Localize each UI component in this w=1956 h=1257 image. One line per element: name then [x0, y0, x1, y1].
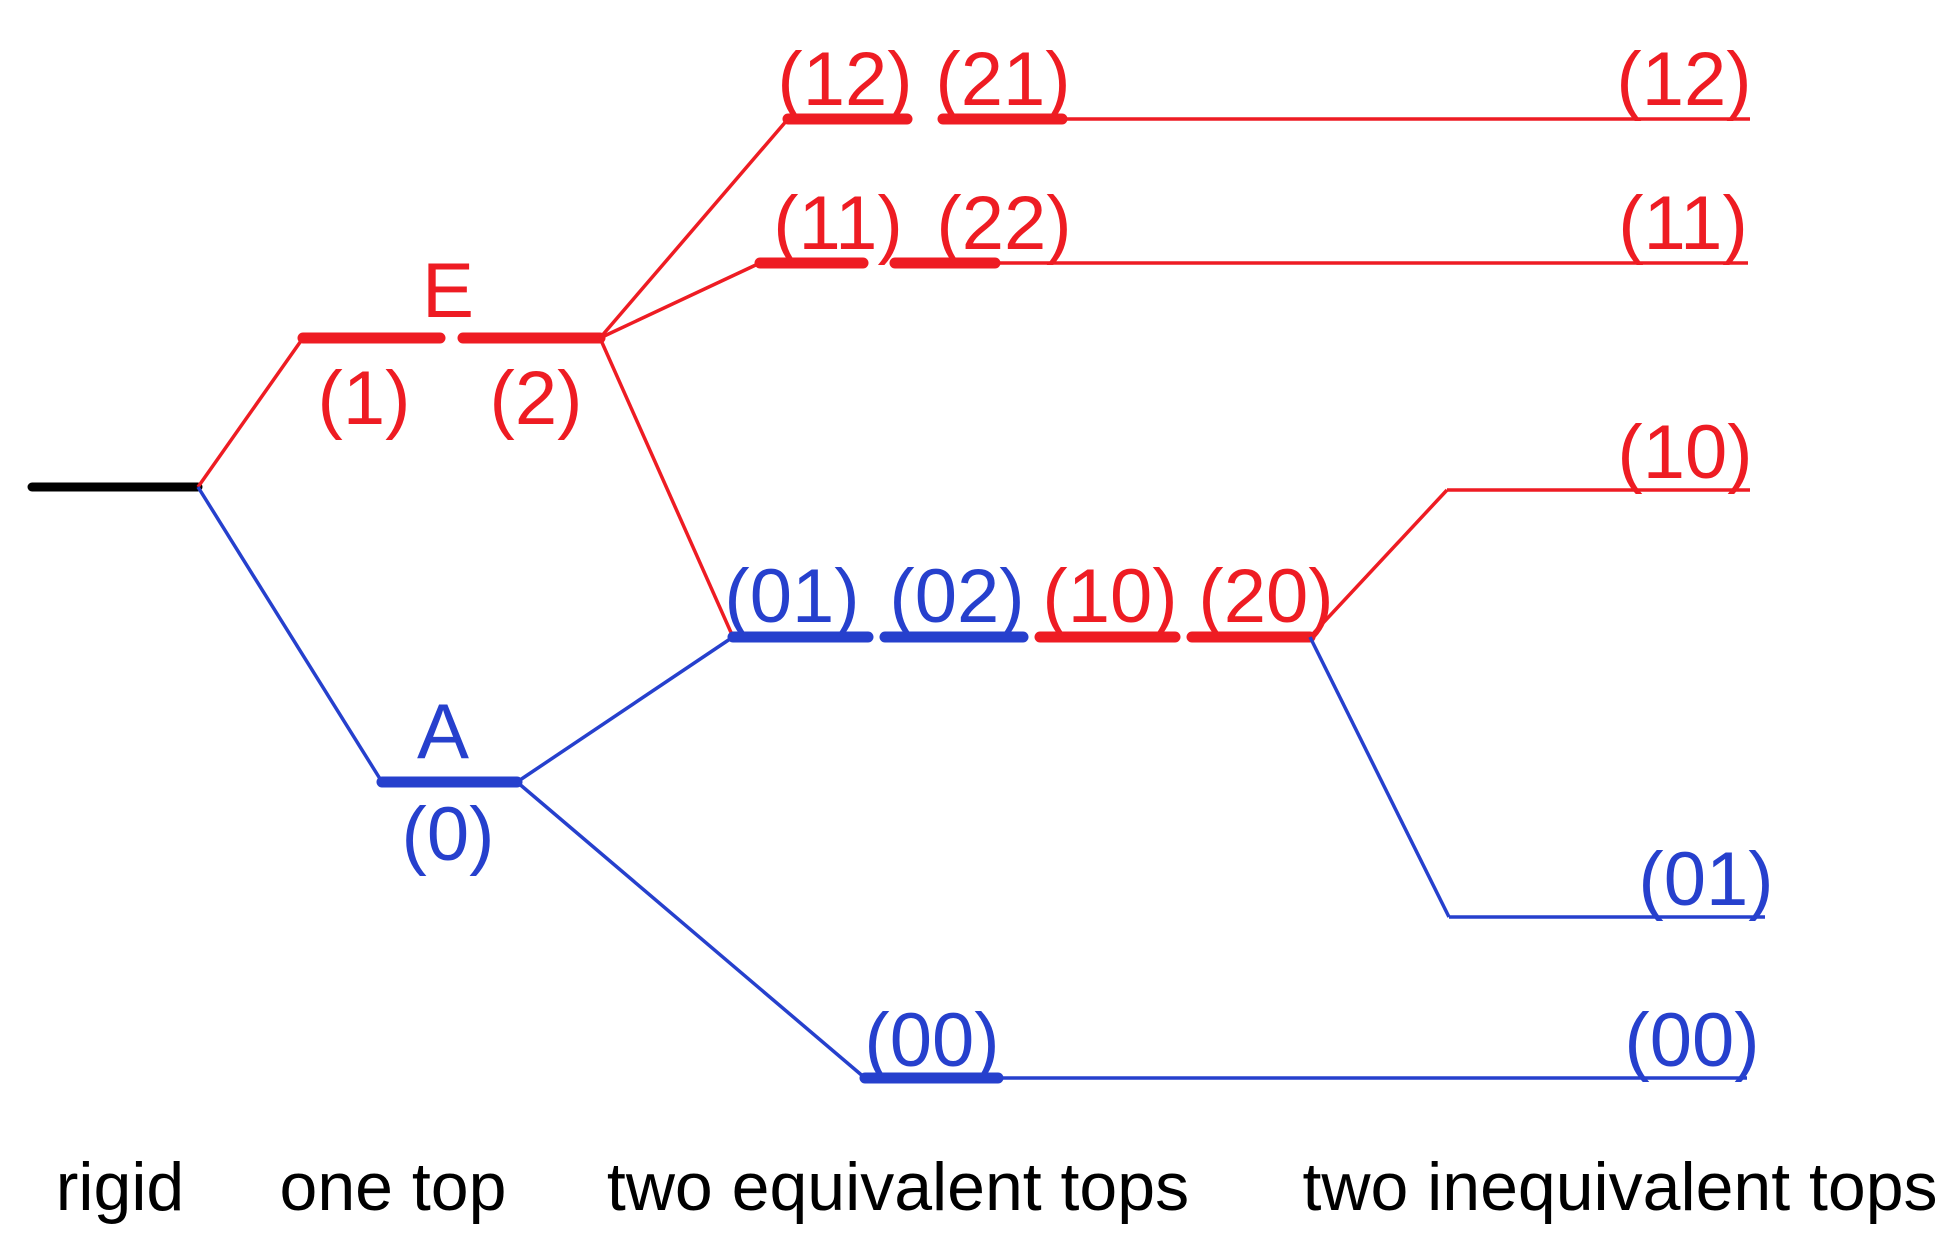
bottom-label-00: (00) [864, 998, 999, 1083]
inequivalent-label-01: (01) [1638, 837, 1773, 922]
row2-label-11: (11) [773, 181, 903, 266]
e-symmetry-label: E [422, 246, 474, 334]
connector-e-to-row2 [599, 261, 761, 340]
row2-label-22: (22) [936, 181, 1071, 266]
caption-two-equivalent-tops: two equivalent tops [607, 1149, 1189, 1225]
connector-rigid-to-e [196, 336, 305, 489]
caption-two-inequivalent-tops: two inequivalent tops [1302, 1149, 1937, 1225]
caption-one-top: one top [280, 1149, 507, 1225]
connector-a-to-bottom [515, 780, 867, 1080]
middle-label-10: (10) [1042, 554, 1177, 639]
middle-label-20: (20) [1198, 554, 1333, 639]
a-sublevel-label: (0) [402, 792, 495, 877]
inequivalent-label-10: (10) [1617, 410, 1752, 495]
connector-middle-to-01 [1308, 636, 1451, 918]
row1-label-12: (12) [777, 37, 912, 122]
inequivalent-label-00: (00) [1624, 998, 1759, 1083]
middle-label-01: (01) [724, 554, 859, 639]
e-sublevel-2-label: (2) [490, 356, 583, 441]
e-sublevel-1-label: (1) [318, 356, 411, 441]
connector-a-to-middle [516, 635, 734, 784]
a-symmetry-label: A [417, 687, 469, 775]
connector-e-to-middle [598, 337, 735, 638]
middle-label-02: (02) [889, 554, 1024, 639]
connector-e-to-row1 [598, 117, 790, 340]
row1-label-21: (21) [935, 37, 1070, 122]
caption-rigid: rigid [56, 1149, 185, 1225]
inequivalent-label-11: (11) [1618, 181, 1748, 266]
connector-middle-to-10 [1308, 488, 1449, 639]
connector-rigid-to-a [196, 486, 384, 783]
inequivalent-label-12: (12) [1616, 37, 1751, 122]
